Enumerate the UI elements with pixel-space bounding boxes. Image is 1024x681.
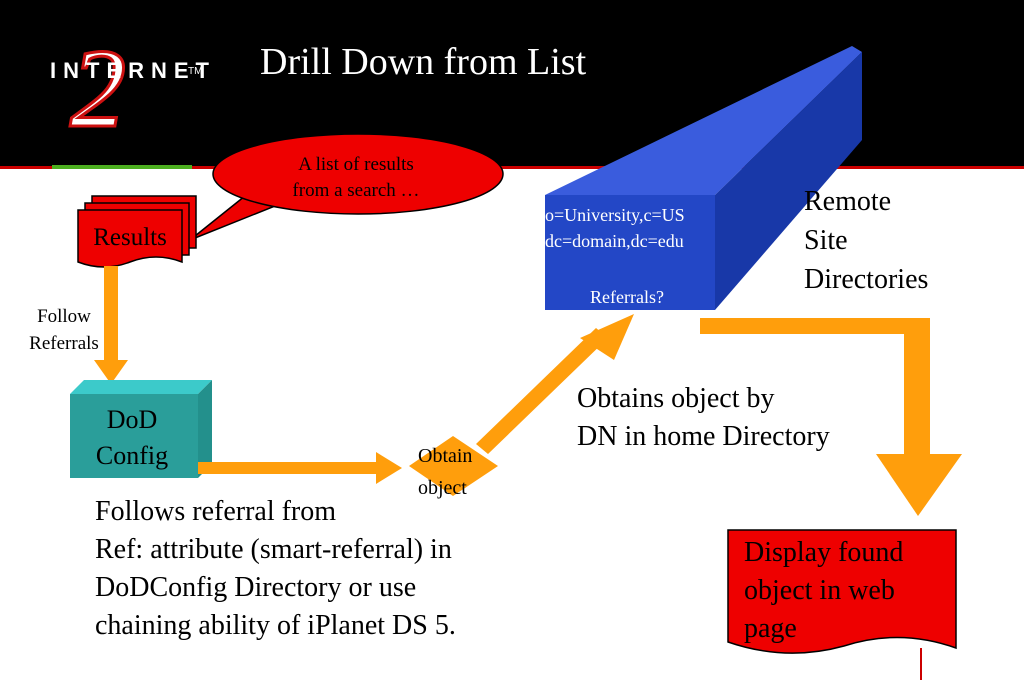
remote-site-directories-caption: Remote Site Directories: [804, 182, 928, 299]
remote-directory-block: [545, 46, 862, 310]
follow-referrals-label: Follow Referrals: [14, 303, 114, 357]
follows-line: chaining ability of iPlanet DS 5.: [95, 610, 456, 641]
arrow-results-to-dod: [94, 266, 128, 384]
display-found-object-label: Display found object in web page: [744, 534, 903, 648]
follows-line: Follows referral from: [95, 496, 337, 527]
obtains-line: Obtains object by: [577, 383, 775, 414]
logo-numeral-icon: 2: [70, 27, 126, 151]
obtain-object-label: Obtain object: [418, 440, 472, 504]
display-line: Display found: [744, 537, 904, 568]
results-doc-stack: [77, 195, 197, 268]
remote-caption-line: Remote: [804, 186, 892, 217]
speech-line: A list of results: [298, 154, 414, 175]
remote-dn-domain: dc=domain,dc=edu: [545, 231, 684, 251]
follow-line: Referrals: [29, 333, 99, 354]
follows-line: DoDConfig Directory or use: [95, 572, 417, 603]
dod-line: Config: [95, 441, 169, 470]
dod-line: DoD: [106, 405, 158, 434]
green-accent-rule: [52, 165, 192, 169]
display-document: [727, 529, 957, 654]
arrow-remote-to-display: [700, 318, 962, 516]
follows-referral-note: Follows referral from Ref: attribute (sm…: [95, 493, 456, 645]
slide-title: Drill Down from List: [260, 41, 587, 83]
obtains-line: DN in home Directory: [577, 421, 830, 452]
red-tick-mark: [920, 648, 922, 680]
remote-caption-line: Directories: [804, 264, 929, 295]
logo-wordmark: INTERNET: [50, 58, 216, 83]
follow-line: Follow: [37, 306, 91, 327]
obtain-line: Obtain: [418, 445, 473, 467]
results-label: Results: [93, 224, 167, 251]
speech-line: from a search …: [292, 180, 420, 201]
obtain-object-diamond: [409, 436, 498, 496]
arrow-obtain-to-remote: [476, 314, 634, 454]
display-line: page: [744, 613, 797, 644]
remote-referrals: Referrals?: [590, 287, 664, 307]
obtains-object-note: Obtains object by DN in home Directory: [577, 380, 830, 456]
remote-caption-line: Site: [804, 225, 848, 256]
obtain-line: object: [418, 477, 467, 499]
speech-bubble-text: A list of results from a search …: [236, 152, 476, 204]
logo-trademark: TM: [188, 66, 203, 77]
header-rule: [0, 166, 1024, 169]
dod-config-box: [70, 380, 212, 478]
arrow-dod-to-obtain: [198, 452, 402, 484]
follows-line: Ref: attribute (smart-referral) in: [95, 534, 452, 565]
dod-config-label: DoD Config: [70, 402, 194, 474]
display-line: object in web: [744, 575, 895, 606]
speech-bubble: [189, 133, 504, 241]
remote-dn-university: o=University,c=US: [545, 205, 685, 225]
